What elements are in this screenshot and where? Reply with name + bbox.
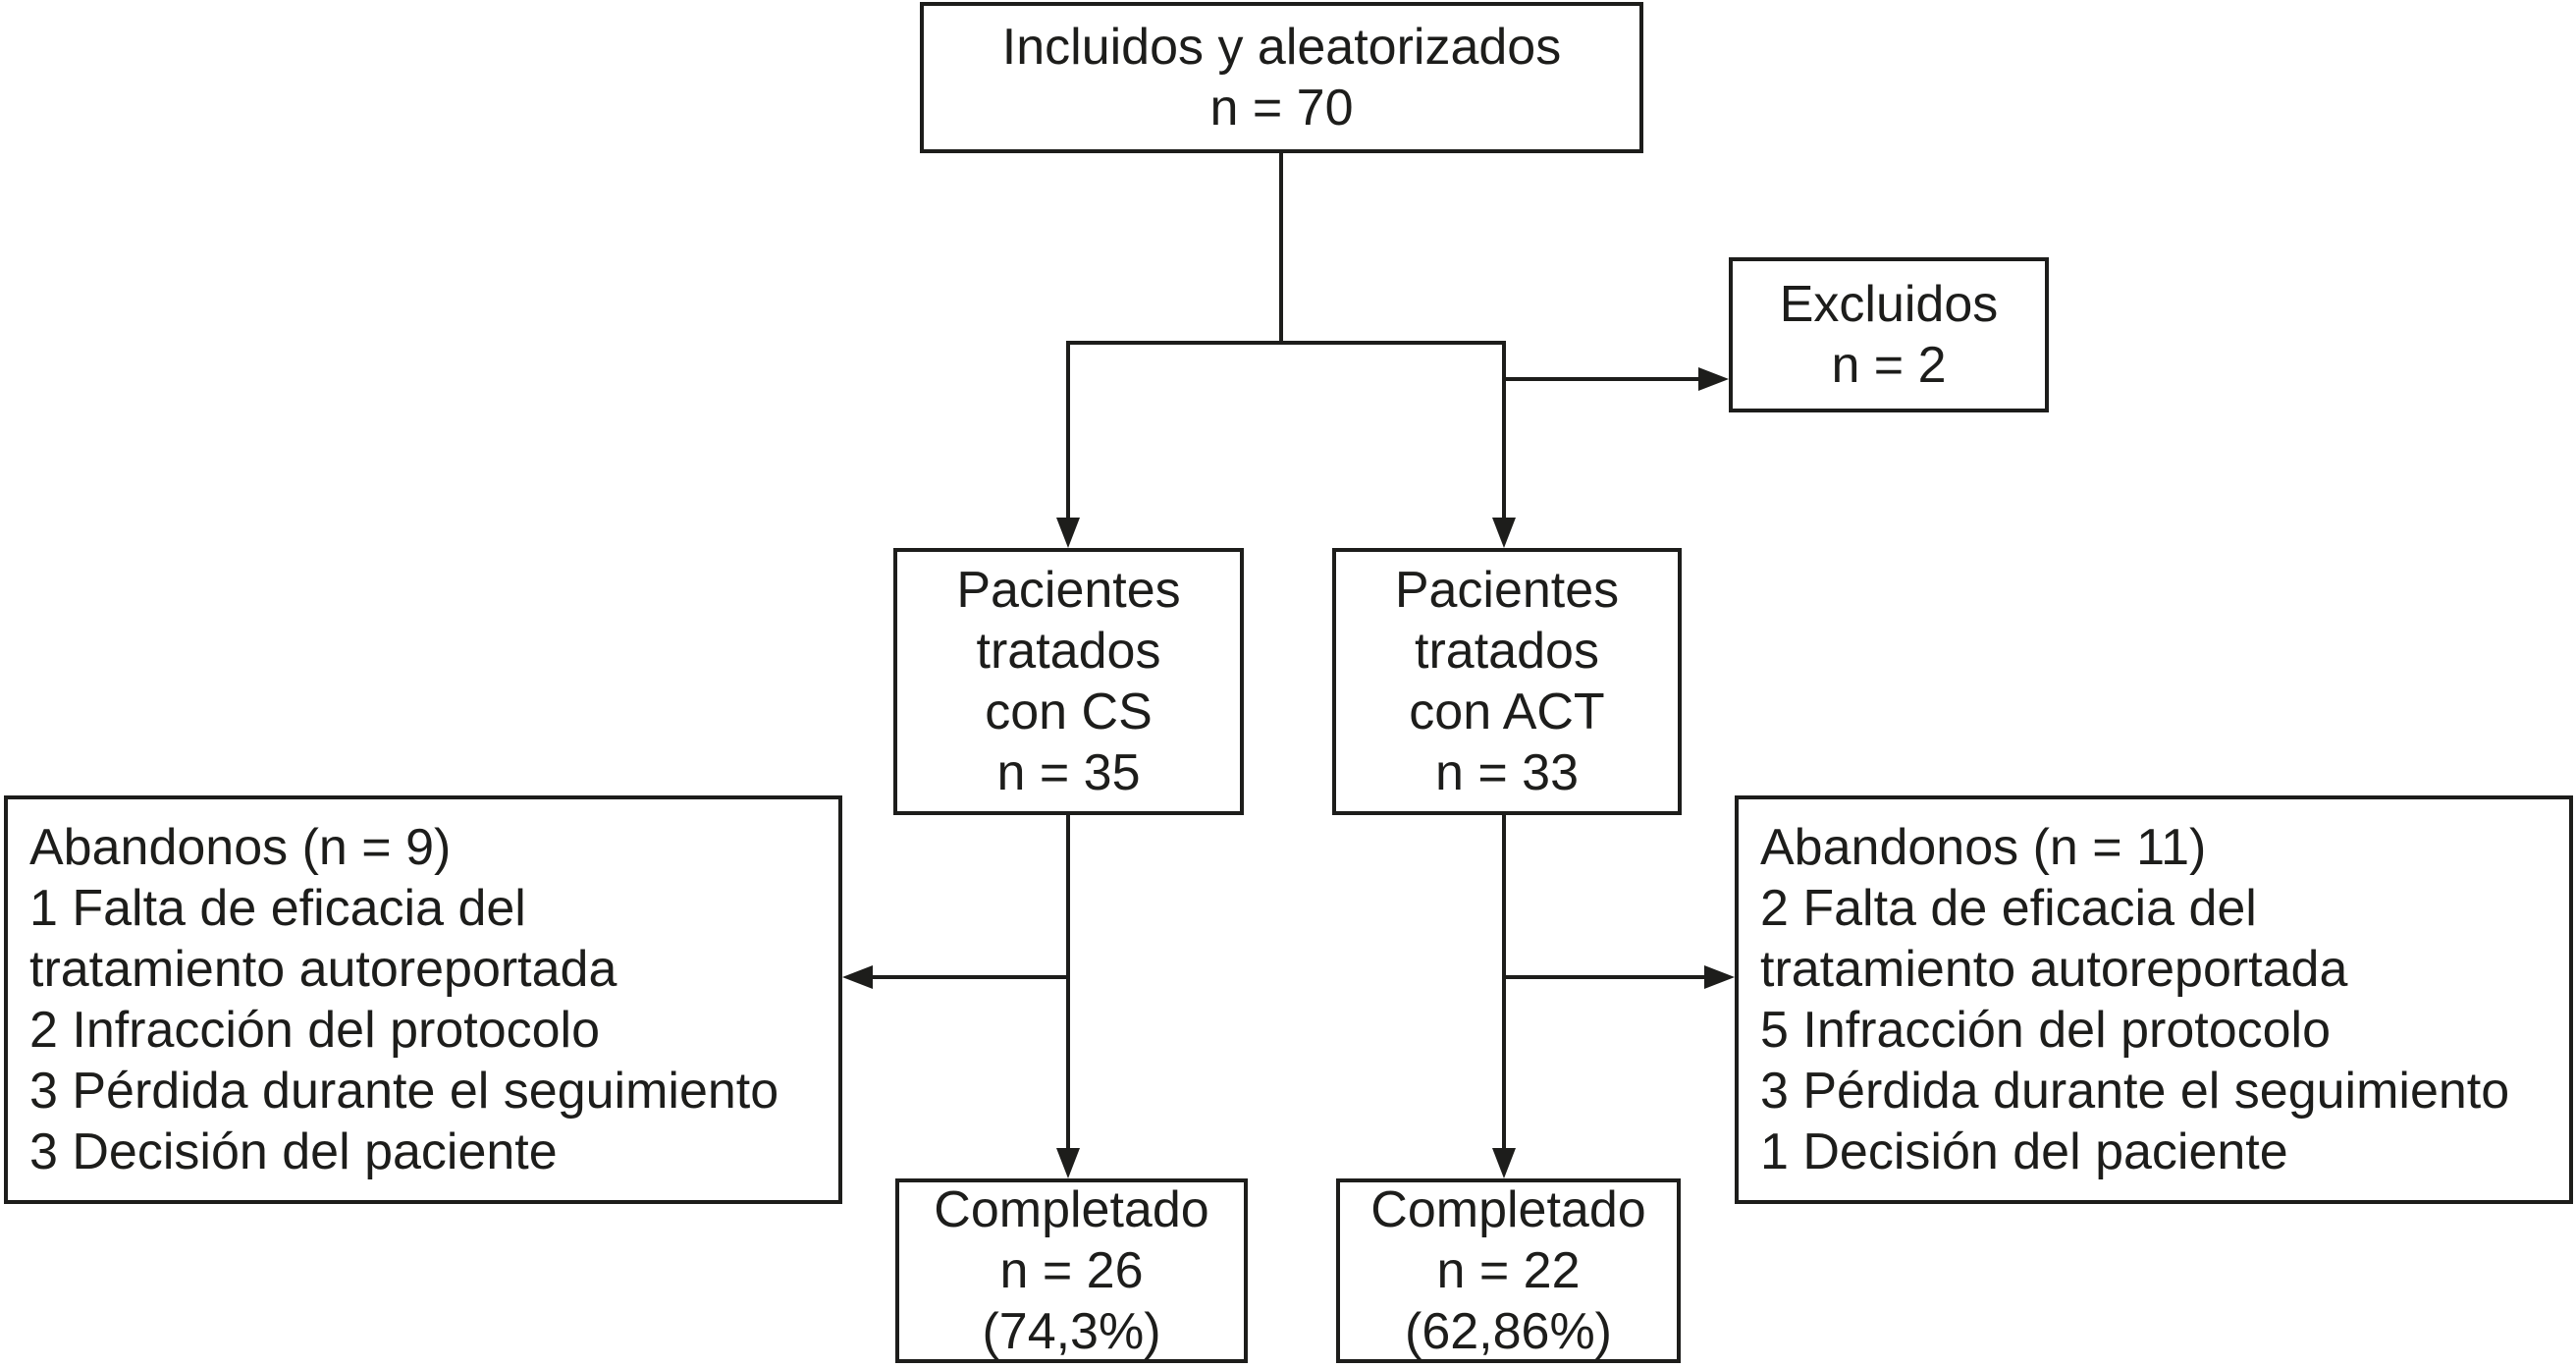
act-group-box: Pacientes tratados con ACT n = 33 [1332,548,1682,815]
act-dropouts-reason: 5 Infracción del protocolo [1760,1002,2332,1059]
excluded-count: n = 2 [1831,337,1947,394]
cs-dropouts-title: Abandonos (n = 9) [29,819,452,876]
act-dropouts-reason: 3 Pérdida durante el seguimiento [1760,1063,2510,1120]
arrowhead-to-cs-dropouts [842,965,873,989]
cs-completed-label: Completado [934,1181,1209,1238]
act-dropouts-box: Abandonos (n = 11) 2 Falta de eficacia d… [1735,795,2573,1204]
arrowhead-to-cs-completed [1056,1148,1080,1178]
act-completed-percent: (62,86%) [1405,1303,1612,1360]
act-group-label-line: con ACT [1409,684,1605,740]
act-dropouts-reason: 1 Decisión del paciente [1760,1123,2288,1180]
cs-group-label-line: tratados [976,623,1161,680]
arrowhead-to-excluded [1698,367,1729,391]
act-dropouts-reason: 2 Falta de eficacia del [1760,880,2257,937]
act-dropouts-reason: tratamiento autoreportada [1760,941,2348,998]
cs-dropouts-reason: 2 Infracción del protocolo [29,1002,601,1059]
cs-group-count: n = 35 [996,744,1141,801]
cs-dropouts-reason: 3 Pérdida durante el seguimiento [29,1063,779,1120]
cs-group-label-line: Pacientes [956,562,1181,619]
act-completed-box: Completado n = 22 (62,86%) [1336,1178,1681,1363]
cs-dropouts-reason: tratamiento autoreportada [29,941,617,998]
act-group-label-line: tratados [1415,623,1599,680]
act-completed-count: n = 22 [1436,1242,1581,1299]
cs-dropouts-reason: 1 Falta de eficacia del [29,880,526,937]
act-group-label-line: Pacientes [1394,562,1620,619]
cs-completed-box: Completado n = 26 (74,3%) [895,1178,1248,1363]
included-randomized-box: Incluidos y aleatorizados n = 70 [920,2,1643,153]
act-completed-label: Completado [1370,1181,1646,1238]
cs-completed-count: n = 26 [999,1242,1144,1299]
excluded-box: Excluidos n = 2 [1729,257,2049,412]
arrowhead-to-act-dropouts [1704,965,1735,989]
act-group-count: n = 33 [1434,744,1580,801]
cs-group-box: Pacientes tratados con CS n = 35 [893,548,1244,815]
arrowhead-to-act-completed [1492,1148,1516,1178]
arrowhead-to-cs-group [1056,518,1080,548]
cs-group-label-line: con CS [985,684,1153,740]
included-randomized-count: n = 70 [1209,80,1354,137]
excluded-label: Excluidos [1779,276,1999,333]
arrowhead-to-act-group [1492,518,1516,548]
cs-completed-percent: (74,3%) [982,1303,1161,1360]
included-randomized-label: Incluidos y aleatorizados [1001,19,1562,76]
cs-dropouts-reason: 3 Decisión del paciente [29,1123,558,1180]
cs-dropouts-box: Abandonos (n = 9) 1 Falta de eficacia de… [4,795,842,1204]
act-dropouts-title: Abandonos (n = 11) [1760,819,2207,876]
